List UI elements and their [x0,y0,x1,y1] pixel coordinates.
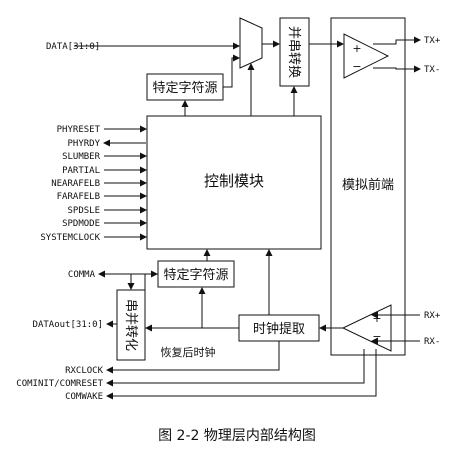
mux-shape [239,17,263,69]
comwake-label: COMWAKE [65,392,103,402]
ctrl-signal-8: SYSTEMCLOCK [40,233,100,243]
tx-amplifier [343,33,390,79]
tx-plus-line [373,36,421,45]
ctrl-signal-6: SPDSLE [67,206,100,216]
recovered-clock-label: 恢复后时钟 [161,345,216,359]
s2p-to-special-bottom [144,270,158,301]
analog-frontend-box [330,17,406,356]
comma-label: COMMA [68,270,96,280]
special-char-source-bottom-label: 特定字符源 [163,267,228,283]
tx-plus-label: TX+ [424,36,441,46]
data-out-label: DATAout[31:0] [33,320,103,330]
tx-amp-plus: + [352,42,361,55]
tx-minus-label: TX- [424,65,440,75]
ctrl-signal-0: PHYRESET [57,125,101,135]
ctrl-signal-1: PHYRDY [67,139,100,149]
rx-amp-minus: − [372,330,381,343]
rx-plus-label: RX+ [424,311,441,321]
serial-to-parallel-label: 串并转化 [123,299,138,351]
special-char-to-mux [223,54,240,88]
rx-amp-plus: + [372,312,381,325]
tx-minus-line [373,65,421,73]
rx-minus-label: RX- [424,337,440,347]
analog-frontend-label: 模拟前端 [342,177,394,193]
comwake-line [106,349,377,400]
ctrl-signal-4: NEARAFELB [51,179,100,189]
parallel-to-serial-label: 并串转换 [286,26,301,78]
data-input-label: DATA[31:0] [46,42,100,52]
cominit-line [106,349,365,387]
ctrl-signal-3: PARTIAL [62,166,100,176]
tx-amp-minus: − [352,60,361,73]
rx-amplifier [341,304,392,352]
cominit-label: COMINIT/COMRESET [16,379,103,389]
figure-caption: 图 2-2 物理层内部结构图 [158,428,316,444]
ctrl-signal-5: FARAFELB [57,192,100,202]
ctrl-signal-7: SPDMODE [62,219,100,229]
ctrl-signal-2: SLUMBER [62,152,101,162]
control-module-label: 控制模块 [204,172,264,190]
special-char-source-top-label: 特定字符源 [152,80,217,96]
rxclock-line [106,341,280,374]
rxclock-label: RXCLOCK [65,366,104,376]
control-module-box [146,115,322,250]
clock-extract-label: 时钟提取 [253,321,305,337]
clock-to-special-bottom [198,287,239,329]
